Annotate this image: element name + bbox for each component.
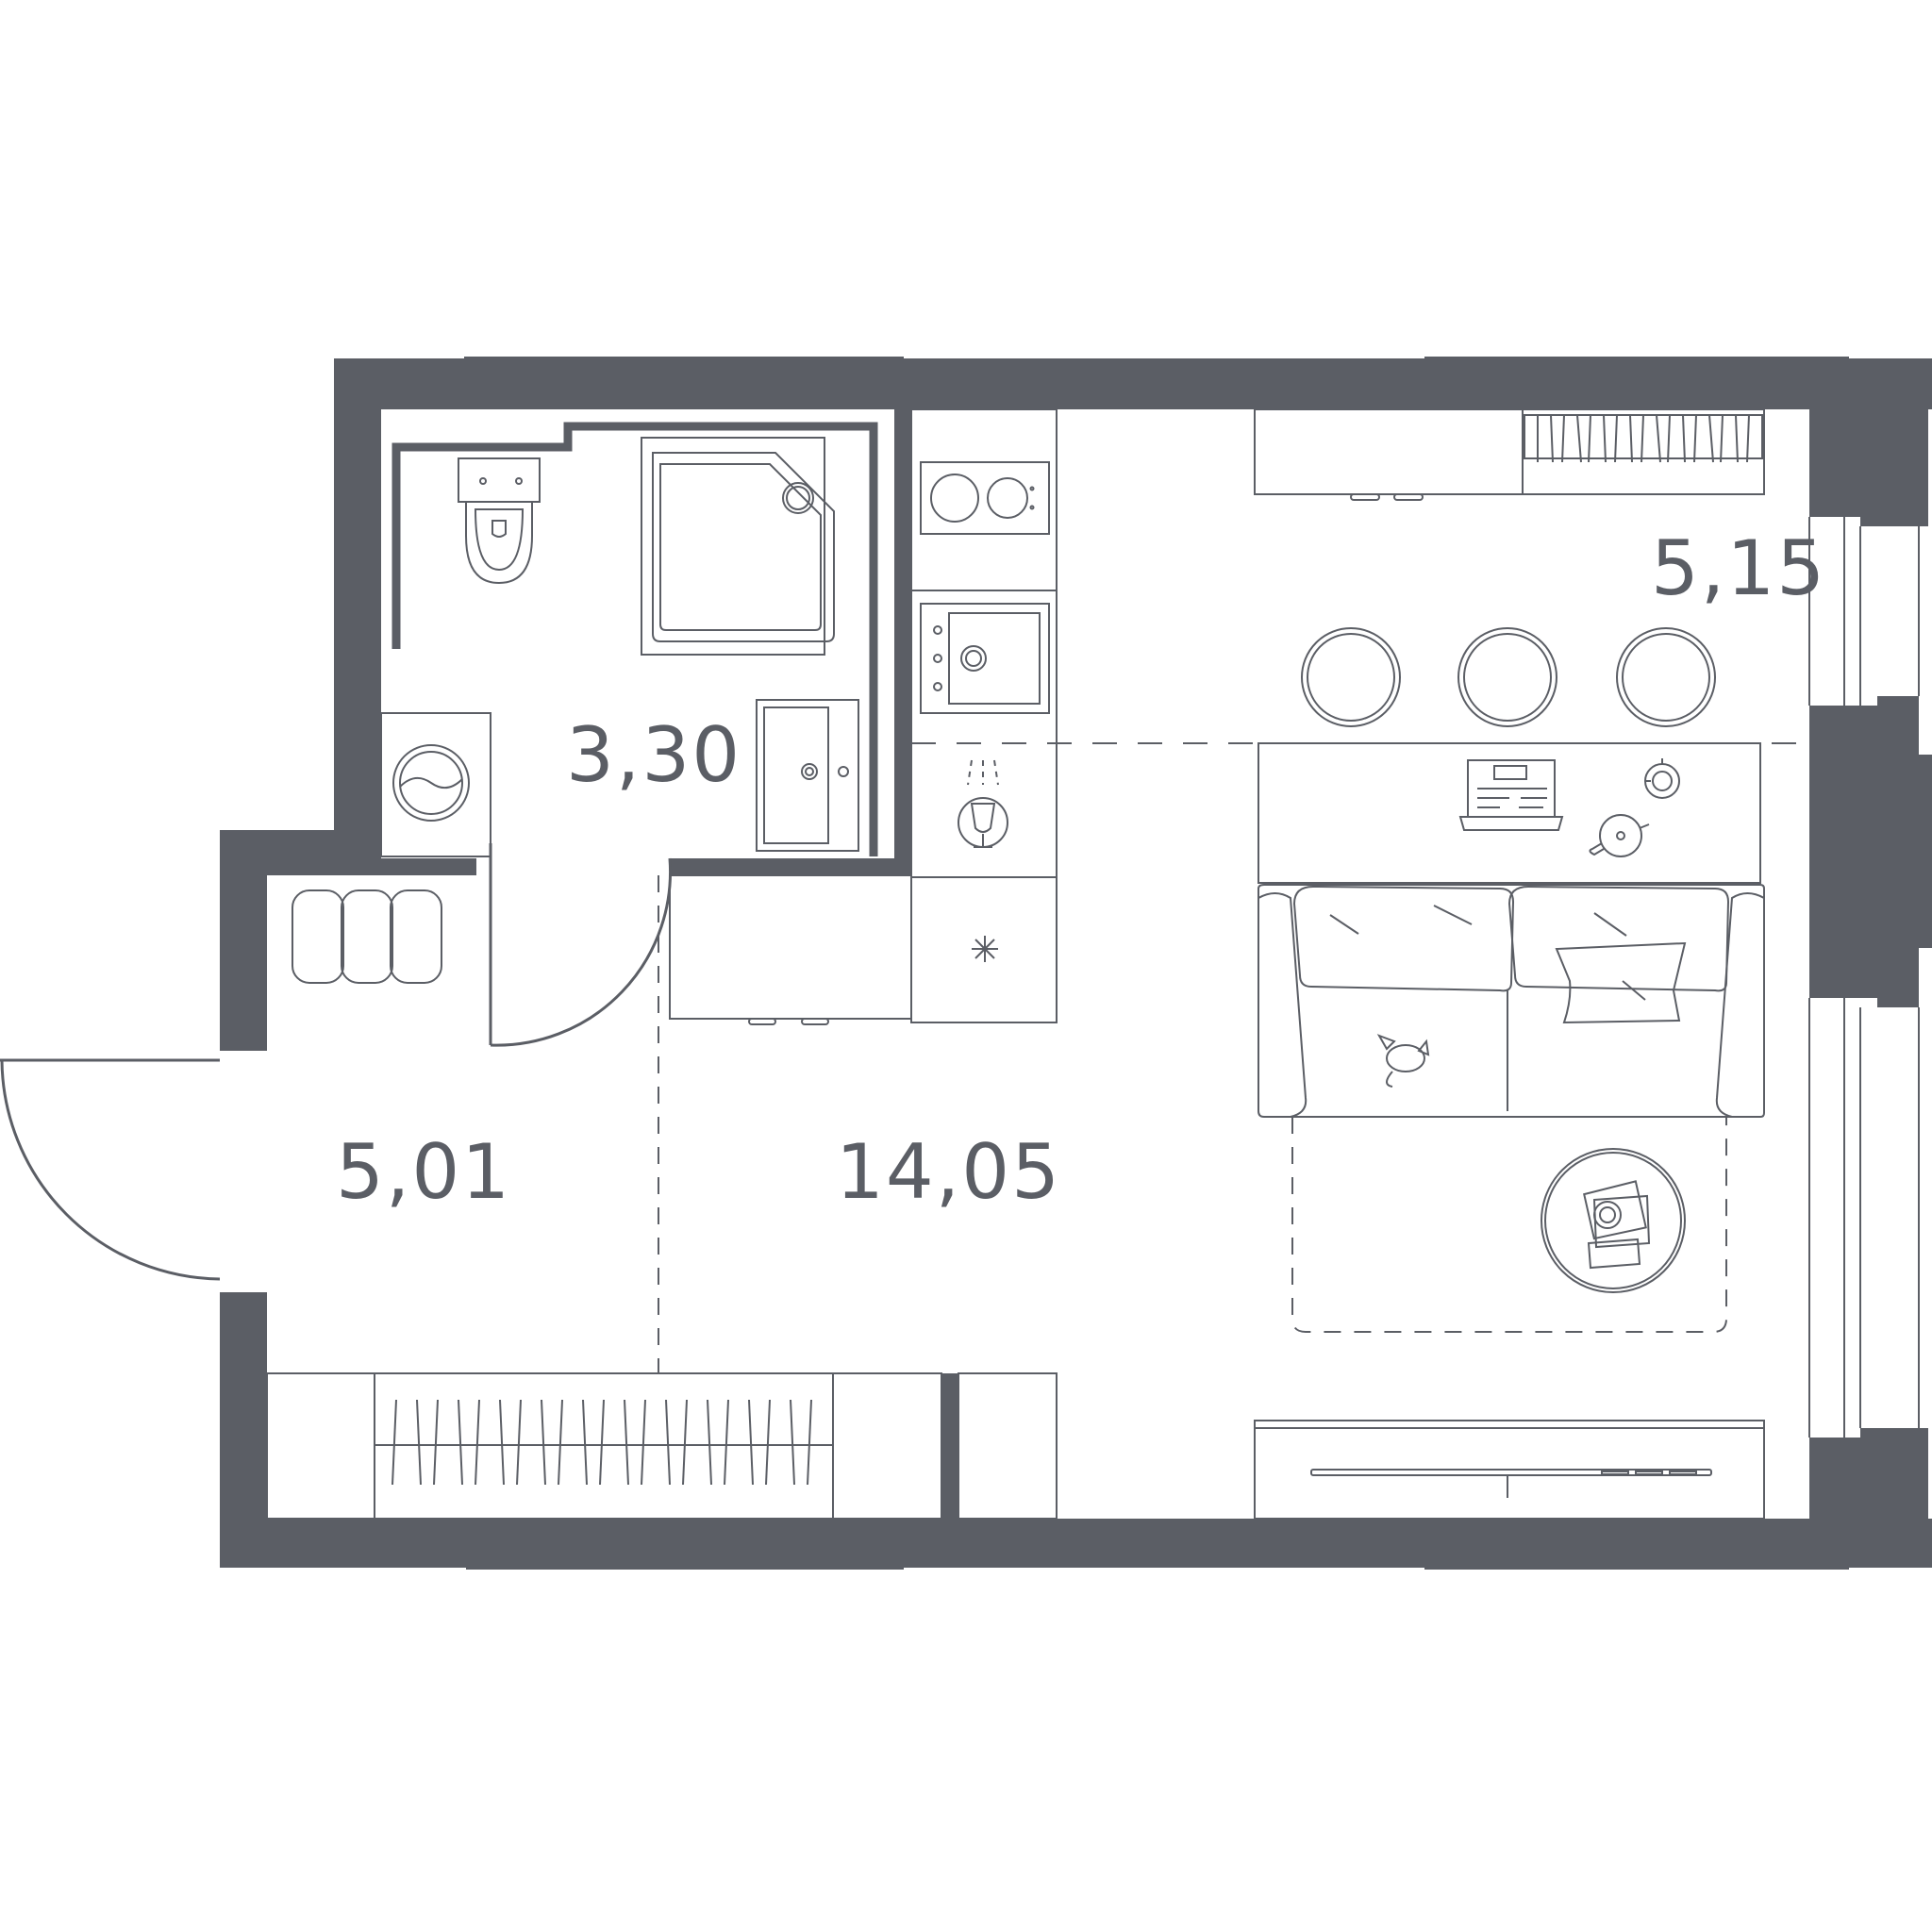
hallway-area-label: 5,01	[336, 1128, 511, 1216]
tap-icon	[958, 759, 1008, 848]
shower-tray-icon	[641, 437, 835, 656]
walls	[220, 357, 1932, 1570]
bar-table	[1257, 742, 1761, 884]
hall-cabinet	[669, 874, 912, 1025]
bathroom-door	[489, 843, 673, 1047]
window-upper	[1808, 517, 1920, 706]
bathroom-inner-wall	[391, 422, 878, 856]
kitchen-area-label: 5,15	[1651, 524, 1826, 612]
sofa-icon	[1257, 884, 1765, 1118]
laptop-icon	[1458, 759, 1564, 831]
tv-icon	[1254, 1420, 1765, 1520]
coffee-table-icon	[1541, 1148, 1686, 1293]
toilet-icon	[458, 457, 541, 585]
entrance-door	[0, 1058, 221, 1281]
hob-icon	[920, 461, 1050, 535]
radiator-icon	[1522, 408, 1765, 495]
kitchen-sink-icon	[920, 603, 1050, 714]
washing-machine-icon	[380, 712, 491, 857]
cat-icon	[1376, 1034, 1430, 1088]
zone-divider	[658, 875, 941, 1374]
living-area-label: 14,05	[836, 1128, 1061, 1216]
rug	[1291, 1117, 1727, 1333]
bathroom-area-label: 3,30	[566, 711, 741, 799]
fridge-icon	[972, 936, 998, 962]
bathroom-sink-icon	[756, 699, 859, 852]
upper-cabinet	[1254, 408, 1524, 501]
bar-stool-icon	[1616, 627, 1716, 727]
bar-stool-icon	[1457, 627, 1557, 727]
bar-stool-icon	[1301, 627, 1401, 727]
wardrobe-icon	[266, 1372, 942, 1520]
teapot-icon	[1589, 758, 1680, 857]
window-lower	[1808, 998, 1920, 1438]
kitchen-counter	[910, 408, 1058, 1023]
shelf-unit	[958, 1372, 1058, 1520]
pouf-icon	[291, 889, 442, 984]
